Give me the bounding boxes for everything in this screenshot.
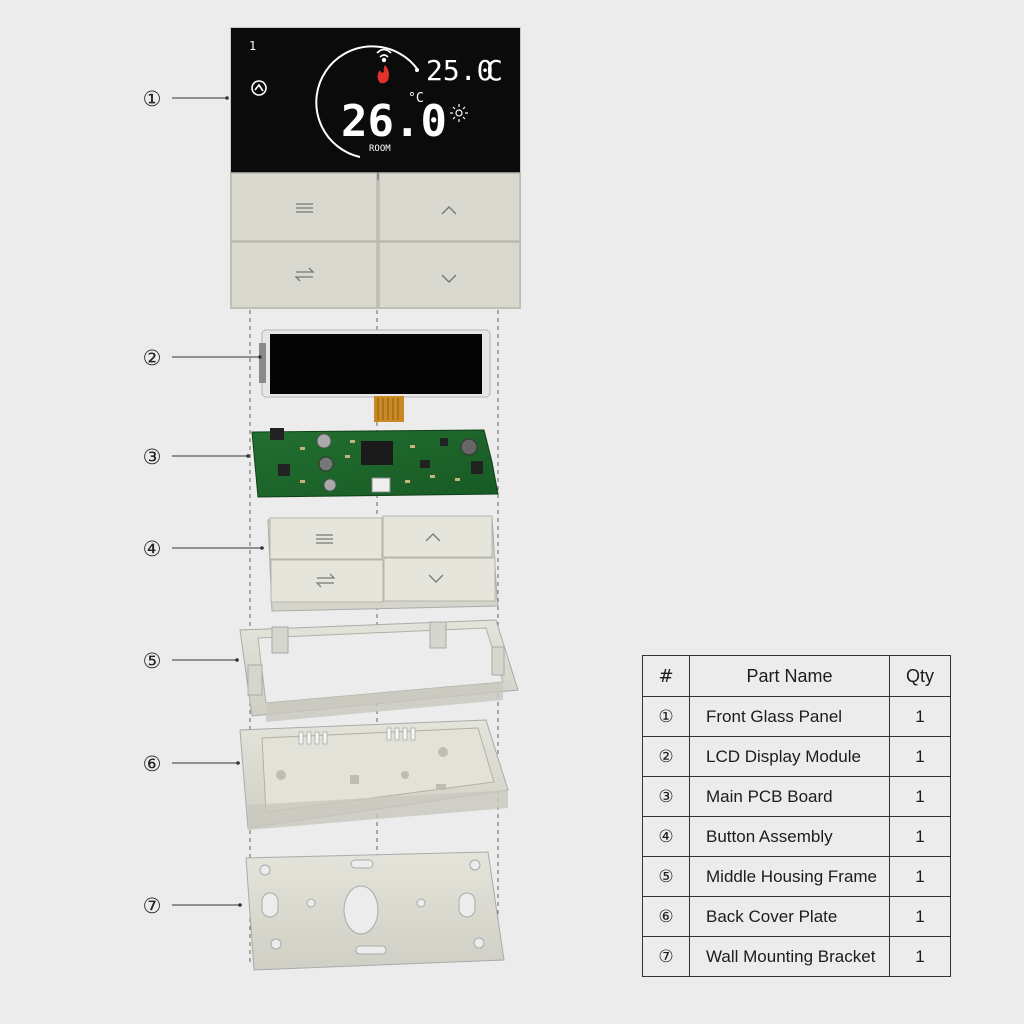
- front-button-grid: [230, 172, 521, 309]
- row-part-name: LCD Display Module: [689, 736, 890, 777]
- room-temperature: 26.0: [341, 96, 447, 147]
- row-part-name: Wall Mounting Bracket: [689, 936, 890, 977]
- occupancy-icon: [251, 80, 267, 96]
- lcd-display-module: [259, 329, 491, 422]
- wall-mounting-bracket: [245, 851, 505, 971]
- table-row: ⑤ Middle Housing Frame 1: [642, 856, 951, 897]
- callout-1-label: ①: [143, 87, 162, 111]
- row-qty: 1: [889, 856, 951, 897]
- row-part-name: Front Glass Panel: [689, 696, 890, 737]
- row-number: ⑤: [642, 856, 690, 897]
- middle-housing-frame: [239, 619, 519, 722]
- flame-icon: [377, 65, 389, 84]
- room-temperature-unit: °C: [408, 91, 424, 106]
- row-qty: 1: [889, 896, 951, 937]
- header-qty: Qty: [889, 655, 951, 697]
- wifi-icon: [376, 48, 392, 63]
- set-temperature: 25.0: [426, 54, 493, 87]
- table-row: ⑥ Back Cover Plate 1: [642, 896, 951, 937]
- arrow-down-icon: [441, 274, 457, 283]
- callout-4-label: ④: [143, 537, 162, 561]
- row-part-name: Main PCB Board: [689, 776, 890, 817]
- set-temperature-unit: C: [486, 54, 503, 87]
- swap-icon: [294, 267, 315, 282]
- callout-6-label: ⑥: [143, 752, 162, 776]
- callout-1: ①: [143, 87, 229, 111]
- callout-3-label: ③: [143, 445, 162, 469]
- row-qty: 1: [889, 936, 951, 977]
- back-cover-plate: [239, 719, 509, 830]
- row-qty: 1: [889, 736, 951, 777]
- table-row: ④ Button Assembly 1: [642, 816, 951, 857]
- callout-5-label: ⑤: [143, 649, 162, 673]
- row-number: ③: [642, 776, 690, 817]
- header-part-name: Part Name: [689, 655, 890, 697]
- room-label: ROOM: [369, 144, 391, 154]
- table-row: ① Front Glass Panel 1: [642, 696, 951, 737]
- row-part-name: Button Assembly: [689, 816, 890, 857]
- callout-7-label: ⑦: [143, 894, 162, 918]
- display-corner-digit: 1: [249, 39, 256, 53]
- parts-list-table: # Part Name Qty ① Front Glass Panel 1 ② …: [642, 655, 951, 977]
- row-qty: 1: [889, 776, 951, 817]
- callout-4: ④: [143, 537, 264, 561]
- front-glass-panel: 1 25.0 C 26.0 °C ROOM: [230, 27, 521, 309]
- callout-5: ⑤: [143, 649, 239, 673]
- table-row: ③ Main PCB Board 1: [642, 776, 951, 817]
- row-number: ②: [642, 736, 690, 777]
- table-row: ⑦ Wall Mounting Bracket 1: [642, 936, 951, 977]
- callout-2: ②: [143, 346, 262, 370]
- callouts: ① ② ③ ④ ⑤ ⑥ ⑦: [143, 87, 264, 918]
- row-qty: 1: [889, 696, 951, 737]
- row-qty: 1: [889, 816, 951, 857]
- sun-icon: [450, 104, 468, 122]
- main-pcb-board: [251, 428, 499, 498]
- callout-7: ⑦: [143, 894, 242, 918]
- arrow-up-icon: [441, 206, 457, 215]
- header-number: #: [642, 655, 690, 697]
- row-number: ④: [642, 816, 690, 857]
- dial-arc: [315, 45, 419, 158]
- callout-2-label: ②: [143, 346, 162, 370]
- row-part-name: Middle Housing Frame: [689, 856, 890, 897]
- menu-icon: [296, 203, 313, 213]
- table-header-row: # Part Name Qty: [642, 655, 951, 697]
- row-part-name: Back Cover Plate: [689, 896, 890, 937]
- table-row: ② LCD Display Module 1: [642, 736, 951, 777]
- row-number: ⑦: [642, 936, 690, 977]
- callout-3: ③: [143, 445, 250, 469]
- row-number: ①: [642, 696, 690, 737]
- row-number: ⑥: [642, 896, 690, 937]
- callout-6: ⑥: [143, 752, 240, 776]
- button-assembly: [267, 515, 499, 612]
